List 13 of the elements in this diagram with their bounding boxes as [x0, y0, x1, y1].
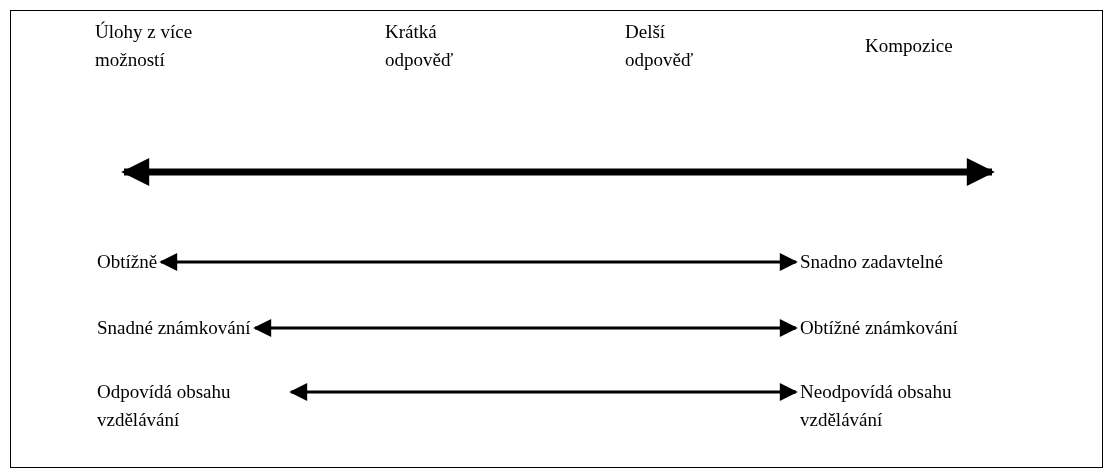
scale-label: Úlohy z více možností	[95, 20, 194, 72]
scale-end-text: Obtížně	[97, 248, 158, 276]
scale-label: Kompozice	[865, 34, 954, 58]
scale-end-text: Odpovídá obsahu vzdělávání	[97, 378, 287, 434]
scale-end-text: Neodpovídá obsahu vzdělávání	[800, 378, 1020, 434]
scale-end-text: Snadné známkování	[97, 314, 251, 342]
scale-label: Delší odpověď	[625, 20, 695, 72]
double-arrow	[289, 383, 798, 401]
scale-label: Krátká odpověď	[385, 20, 455, 72]
double-arrow	[159, 253, 798, 271]
scale-end-text: Obtížné známkování	[800, 314, 958, 342]
double-arrow	[253, 319, 798, 337]
scale-end-text: Snadno zadavtelné	[800, 248, 943, 276]
